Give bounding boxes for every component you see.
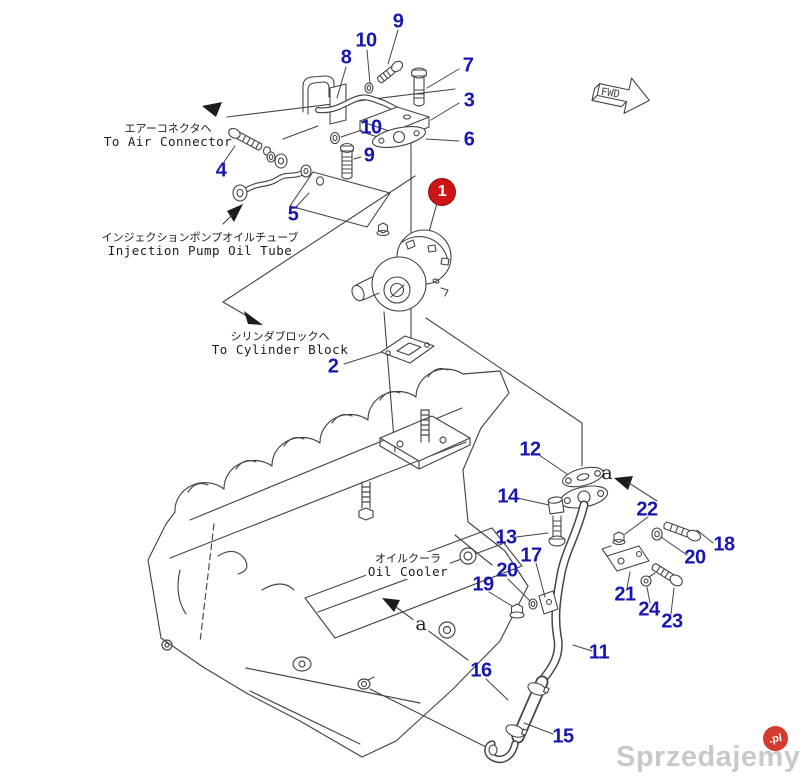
callout-10-top[interactable]: 10 (355, 29, 377, 52)
annotation-air-connector-jp: エアーコネクタヘ (124, 122, 212, 135)
callout-23[interactable]: 23 (661, 610, 683, 633)
leader-lines (223, 29, 714, 735)
callout-5[interactable]: 5 (287, 203, 299, 226)
callout-24[interactable]: 24 (638, 598, 660, 621)
fwd-label: FWD (600, 86, 620, 101)
annotation-injection-pump-oil-tube: インジェクションポンプオイルチューブ Injection Pump Oil Tu… (101, 231, 298, 258)
fwd-arrow: FWD (591, 77, 650, 114)
callout-6[interactable]: 6 (463, 128, 475, 151)
callout-10-mid[interactable]: 10 (360, 116, 382, 139)
annotation-injection-en: Injection Pump Oil Tube (107, 243, 293, 258)
callout-19[interactable]: 19 (472, 573, 494, 596)
callout-20-right[interactable]: 20 (684, 546, 706, 569)
turbocharger (351, 222, 452, 312)
callout-12[interactable]: 12 (519, 438, 541, 461)
annotation-cylinder-block: シリンダブロックヘ To Cylinder Block (212, 330, 348, 357)
callout-18[interactable]: 18 (713, 533, 735, 556)
callout-15[interactable]: 15 (552, 725, 574, 748)
callout-9-top[interactable]: 9 (392, 10, 404, 33)
callout-11[interactable]: 11 (588, 641, 610, 664)
annotation-oil-cooler: オイルクーラ Oil Cooler (365, 552, 451, 579)
callout-9-mid[interactable]: 9 (363, 144, 375, 167)
callout-16[interactable]: 16 (470, 659, 492, 682)
callout-21[interactable]: 21 (614, 583, 636, 606)
callout-4[interactable]: 4 (215, 159, 227, 182)
annotation-oil-cooler-en: Oil Cooler (367, 564, 449, 579)
annotation-injection-jp: インジェクションポンプオイルチューブ (101, 231, 299, 244)
callout-2[interactable]: 2 (327, 355, 339, 378)
callout-17[interactable]: 17 (520, 544, 542, 567)
turbo-mount-gasket (380, 335, 435, 364)
annotation-cylinder-block-en: To Cylinder Block (211, 342, 349, 357)
reference-lines (222, 88, 583, 752)
callout-7[interactable]: 7 (462, 54, 474, 77)
engine-block (147, 367, 529, 758)
callout-8[interactable]: 8 (340, 46, 352, 69)
bracket-group (601, 521, 702, 587)
oil-drain-assembly (484, 466, 609, 764)
air-connector-tube (228, 127, 391, 228)
callout-20-left[interactable]: 20 (496, 559, 518, 582)
annotation-oil-cooler-jp: オイルクーラ (374, 552, 441, 565)
annotation-air-connector: エアーコネクタヘ To Air Connector (104, 122, 232, 149)
annotation-cylinder-block-jp: シリンダブロックヘ (230, 330, 330, 343)
callout-3[interactable]: 3 (463, 89, 475, 112)
annotation-air-connector-en: To Air Connector (103, 134, 233, 149)
annotation-arrows (202, 102, 633, 612)
callout-1-highlighted[interactable]: 1 (428, 178, 456, 206)
reference-letter-a-right: a (601, 462, 613, 484)
reference-letter-a-left: a (413, 613, 429, 635)
callout-13[interactable]: 13 (495, 526, 517, 549)
callout-22[interactable]: 22 (636, 498, 658, 521)
callout-14[interactable]: 14 (497, 485, 519, 508)
